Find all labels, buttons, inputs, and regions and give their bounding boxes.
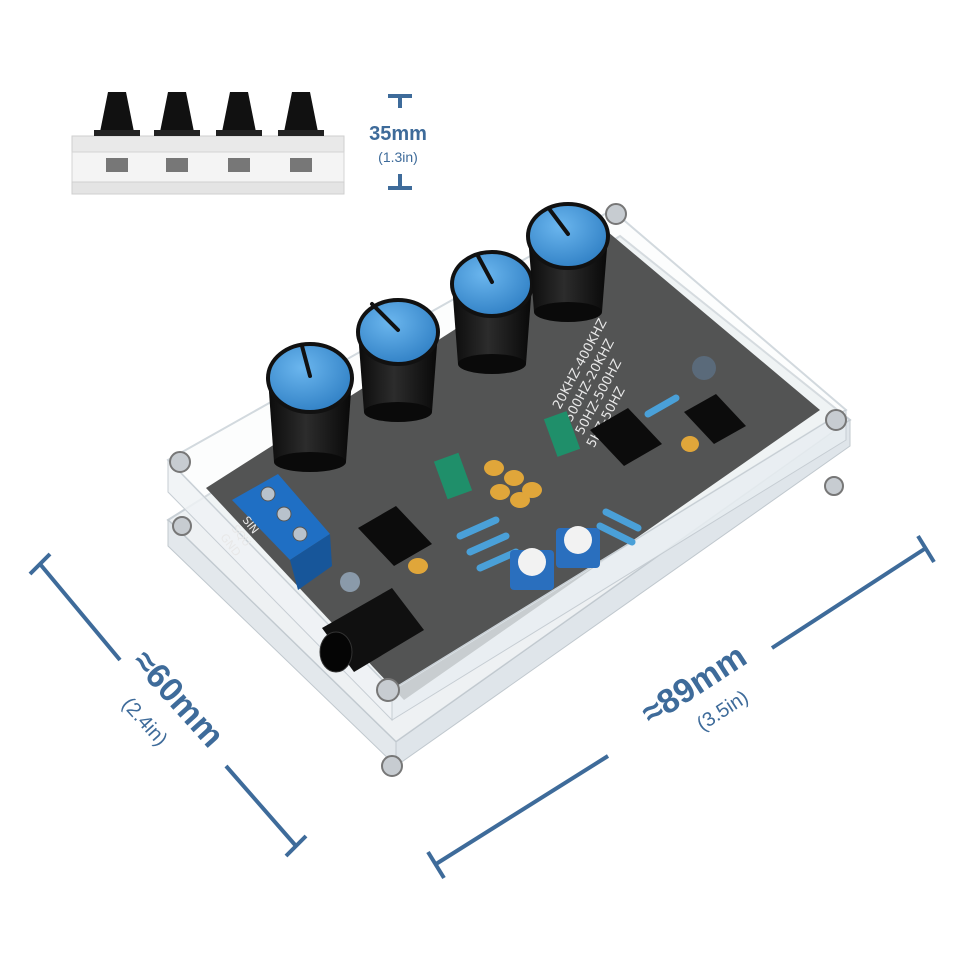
corner-screws [169,203,847,777]
side-view-knob [154,92,200,172]
side-view-knob [278,92,324,172]
ic-chip [590,408,662,466]
ceramic-capacitors [408,436,699,574]
rotary-knob [266,342,354,472]
side-view-knob [216,92,262,172]
function-generator-device: 20KHZ-400KHZ 500HZ-20KHZ 50HZ-500HZ 5HZ-… [166,202,852,777]
side-view-knob [94,92,140,172]
resistors [456,394,680,572]
rotary-knob [526,202,610,322]
height-dimension: 35mm (1.3in) [369,94,427,190]
height-value: 35mm [369,123,427,145]
electrolytic-capacitor [340,572,360,592]
width-value: ≈60mm [125,642,231,754]
side-view-inset [71,92,345,195]
height-imperial: (1.3in) [378,149,418,165]
trimmer-potentiometer [510,526,600,590]
rotary-knob [450,250,534,374]
rotary-knob [356,298,440,422]
ic-chip [358,506,432,566]
ic-chip [684,394,746,444]
jumper-header [433,411,581,500]
dc-power-jack [319,588,424,673]
screw-terminal: SIN SQU GND [218,474,332,590]
electrolytic-capacitor [692,356,716,380]
